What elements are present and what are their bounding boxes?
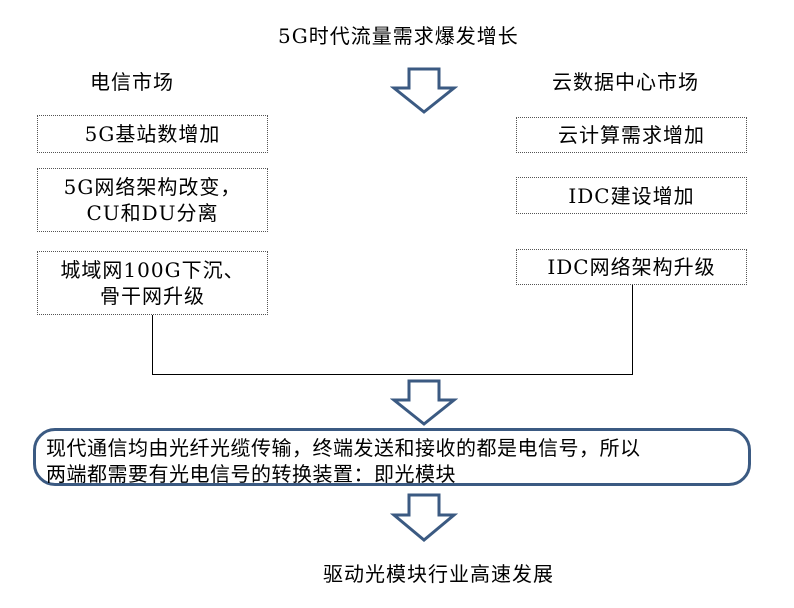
summary-line-2: 两端都需要有光电信号的转换装置：即光模块: [46, 462, 456, 486]
right-box-3-line-1: IDC网络架构升级: [547, 255, 716, 279]
summary-box: 现代通信均由光纤光缆传输，终端发送和接收的都是电信号，所以 两端都需要有光电信号…: [33, 428, 751, 486]
left-box-2: 5G网络架构改变， CU和DU分离: [37, 168, 268, 232]
summary-line-1: 现代通信均由光纤光缆传输，终端发送和接收的都是电信号，所以: [46, 436, 641, 460]
left-box-1-line-1: 5G基站数增加: [84, 122, 221, 146]
left-column-header: 电信市场: [90, 70, 174, 94]
right-box-2: IDC建设增加: [516, 177, 747, 214]
left-box-3-line-1: 城域网100G下沉、: [60, 258, 245, 282]
right-box-3: IDC网络架构升级: [516, 249, 747, 285]
left-box-3: 城域网100G下沉、 骨干网升级: [37, 251, 268, 315]
down-arrow-icon: [390, 493, 458, 542]
right-box-2-line-1: IDC建设增加: [568, 183, 695, 208]
left-box-2-line-1: 5G网络架构改变，: [63, 175, 242, 199]
diagram-title: 5G时代流量需求爆发增长: [278, 24, 519, 48]
right-box-1-line-1: 云计算需求增加: [558, 123, 705, 147]
down-arrow-icon: [390, 67, 458, 114]
right-column-header: 云数据中心市场: [552, 70, 699, 94]
left-connector-line: [152, 315, 153, 375]
left-box-3-line-2: 骨干网升级: [100, 284, 205, 308]
conclusion-text: 驱动光模块行业高速发展: [323, 562, 554, 586]
right-connector-line: [632, 285, 633, 375]
left-box-2-line-2: CU和DU分离: [86, 201, 219, 225]
down-arrow-icon: [390, 379, 458, 426]
bottom-connector-line: [152, 374, 633, 375]
left-box-1: 5G基站数增加: [37, 115, 268, 153]
right-box-1: 云计算需求增加: [516, 117, 747, 153]
